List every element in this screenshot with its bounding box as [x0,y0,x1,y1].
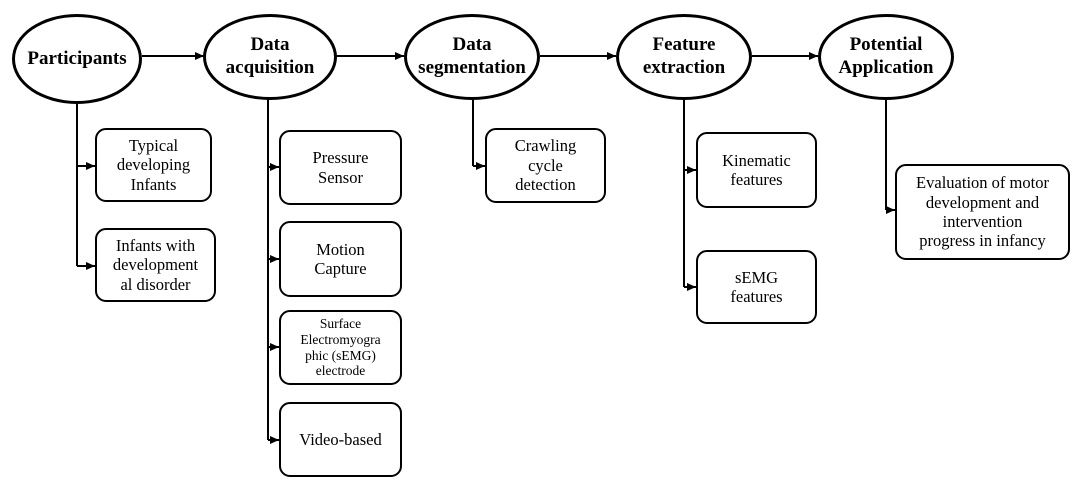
box-video-based: Video-based [279,402,402,477]
stage-data-acquisition: Data acquisition [203,14,337,100]
box-kinematic-features-label: Kinematic features [722,150,791,189]
box-pressure-sensor-label: Pressure Sensor [312,148,369,187]
box-motion-capture: Motion Capture [279,221,402,297]
box-infants-developmental-disorder-label: Infants with development al disorder [112,235,199,294]
stage-potential-application-label: Potential Application [838,34,934,78]
box-typical-developing-infants-label: Typical developing Infants [116,135,191,194]
box-infants-developmental-disorder: Infants with development al disorder [95,228,216,302]
box-video-based-label: Video-based [299,429,382,449]
stage-participants: Participants [12,14,142,104]
box-typical-developing-infants: Typical developing Infants [95,128,212,202]
box-motion-capture-label: Motion Capture [314,239,367,278]
box-crawling-cycle-detection-label: Crawling cycle detection [514,136,577,195]
box-semg-electrode-label: Surface Electromyogra phic (sEMG) electr… [300,316,381,379]
box-pressure-sensor: Pressure Sensor [279,130,402,205]
box-semg-features: sEMG features [696,250,817,324]
box-semg-electrode: Surface Electromyogra phic (sEMG) electr… [279,310,402,385]
box-evaluation-motor-development-label: Evaluation of motor development and inte… [916,173,1049,251]
stage-potential-application: Potential Application [818,14,954,100]
stage-feature-extraction-label: Feature extraction [642,34,726,78]
box-kinematic-features: Kinematic features [696,132,817,208]
box-crawling-cycle-detection: Crawling cycle detection [485,128,606,203]
stage-participants-label: Participants [27,47,127,69]
stage-data-acquisition-label: Data acquisition [225,34,315,78]
box-semg-features-label: sEMG features [730,267,783,306]
stage-feature-extraction: Feature extraction [616,14,752,100]
box-evaluation-motor-development: Evaluation of motor development and inte… [895,164,1070,260]
stage-data-segmentation: Data segmentation [404,14,540,100]
stage-data-segmentation-label: Data segmentation [418,34,526,78]
